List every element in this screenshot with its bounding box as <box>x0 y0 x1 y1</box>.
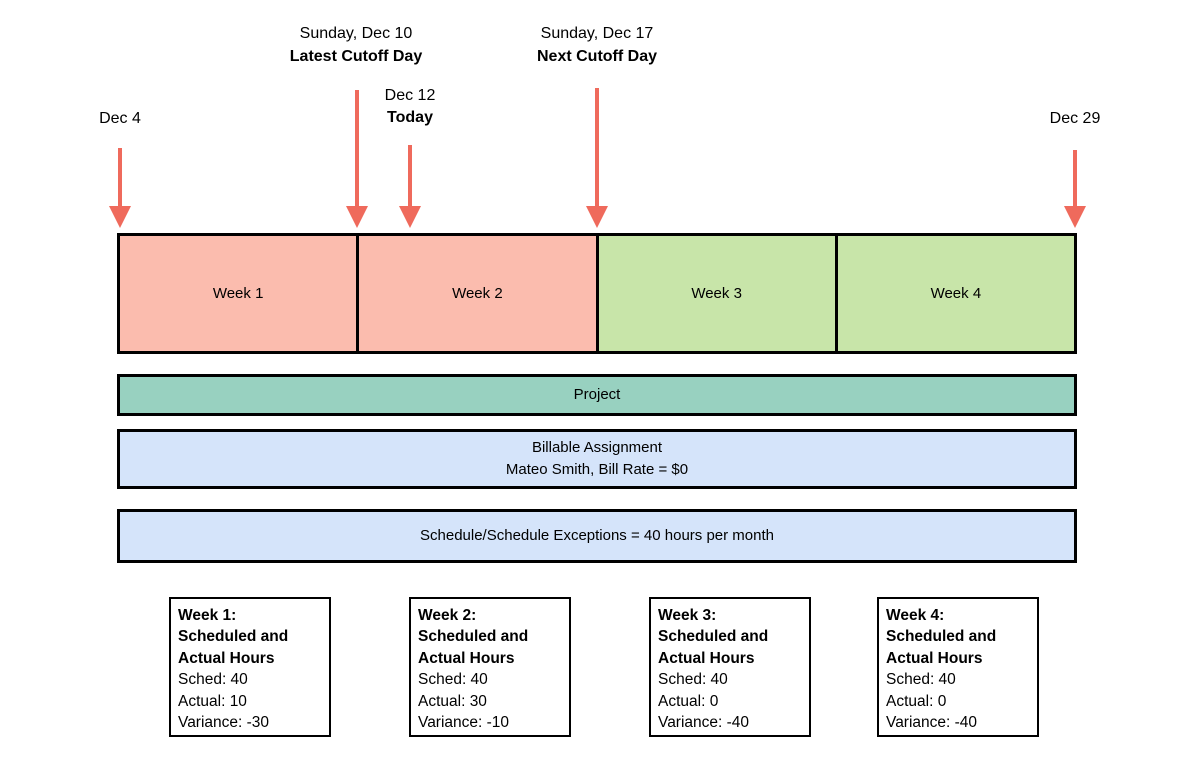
week-4-cell: Week 4 <box>837 236 1074 351</box>
arrow-line <box>595 88 599 208</box>
label-end-date: Dec 29 <box>1015 107 1135 130</box>
next-cutoff-date: Sunday, Dec 17 <box>540 25 654 42</box>
box-sched-value: Sched: 40 <box>418 671 488 689</box>
week-1-label: Week 1 <box>212 285 264 302</box>
box-title: Week 3: <box>658 607 717 624</box>
box-sched-value: Sched: 40 <box>886 671 956 689</box>
box-subtitle-1: Scheduled and <box>658 628 769 646</box>
project-bar-label: Project <box>573 386 621 403</box>
box-actual-value: Actual: 0 <box>886 692 947 710</box>
box-variance-value: Variance: -40 <box>886 714 978 732</box>
arrow-line <box>408 145 412 208</box>
label-next-cutoff: Sunday, Dec 17 Next Cutoff Day <box>447 22 747 68</box>
week-1-stats-box: Week 1: Scheduled and Actual Hours Sched… <box>169 597 331 737</box>
arrow-down-icon <box>109 206 131 228</box>
arrow-line <box>118 148 122 208</box>
box-actual-value: Actual: 30 <box>418 692 487 710</box>
box-actual-value: Actual: 10 <box>178 692 247 710</box>
week-3-stats-box: Week 3: Scheduled and Actual Hours Sched… <box>649 597 811 737</box>
start-date: Dec 4 <box>99 110 141 127</box>
week-4-label: Week 4 <box>930 285 982 302</box>
arrow-line <box>355 90 359 208</box>
project-bar: Project <box>117 374 1077 416</box>
weeks-timeline-bar: Week 1 Week 2 Week 3 Week 4 <box>117 233 1077 354</box>
box-sched-value: Sched: 40 <box>178 671 248 689</box>
arrow-down-icon <box>586 206 608 228</box>
assignment-title: Billable Assignment <box>531 439 663 456</box>
assignment-detail: Mateo Smith, Bill Rate = $0 <box>505 461 689 478</box>
arrow-down-icon <box>1064 206 1086 228</box>
today-title: Today <box>387 109 433 126</box>
arrow-down-icon <box>399 206 421 228</box>
end-date: Dec 29 <box>1049 110 1101 127</box>
box-variance-value: Variance: -40 <box>658 714 750 732</box>
box-subtitle-1: Scheduled and <box>886 628 997 646</box>
latest-cutoff-title: Latest Cutoff Day <box>289 48 423 65</box>
box-title: Week 2: <box>418 607 477 624</box>
schedule-bar: Schedule/Schedule Exceptions = 40 hours … <box>117 509 1077 563</box>
box-subtitle-2: Actual Hours <box>178 649 275 667</box>
label-latest-cutoff: Sunday, Dec 10 Latest Cutoff Day <box>206 22 506 68</box>
week-2-stats-box: Week 2: Scheduled and Actual Hours Sched… <box>409 597 571 737</box>
week-3-cell: Week 3 <box>598 236 838 351</box>
next-cutoff-title: Next Cutoff Day <box>536 48 657 65</box>
today-date: Dec 12 <box>384 87 436 104</box>
latest-cutoff-date: Sunday, Dec 10 <box>299 25 413 42</box>
box-actual-value: Actual: 0 <box>658 692 719 710</box>
week-2-cell: Week 2 <box>359 236 599 351</box>
box-sched-value: Sched: 40 <box>658 671 728 689</box>
arrow-line <box>1073 150 1077 208</box>
box-variance-value: Variance: -10 <box>418 714 510 732</box>
billable-assignment-bar: Billable Assignment Mateo Smith, Bill Ra… <box>117 429 1077 489</box>
box-title: Week 4: <box>886 607 945 624</box>
box-subtitle-2: Actual Hours <box>886 649 983 667</box>
box-title: Week 1: <box>178 607 237 624</box>
week-4-stats-box: Week 4: Scheduled and Actual Hours Sched… <box>877 597 1039 737</box>
box-variance-value: Variance: -30 <box>178 714 270 732</box>
label-start-date: Dec 4 <box>60 107 180 130</box>
arrow-down-icon <box>346 206 368 228</box>
box-subtitle-2: Actual Hours <box>418 649 515 667</box>
week-2-label: Week 2 <box>452 285 503 302</box>
box-subtitle-2: Actual Hours <box>658 649 755 667</box>
box-subtitle-1: Scheduled and <box>418 628 529 646</box>
label-today: Dec 12 Today <box>350 85 470 129</box>
week-3-label: Week 3 <box>691 285 742 302</box>
week-1-cell: Week 1 <box>120 236 360 351</box>
schedule-bar-label: Schedule/Schedule Exceptions = 40 hours … <box>420 527 774 544</box>
box-subtitle-1: Scheduled and <box>178 628 289 646</box>
